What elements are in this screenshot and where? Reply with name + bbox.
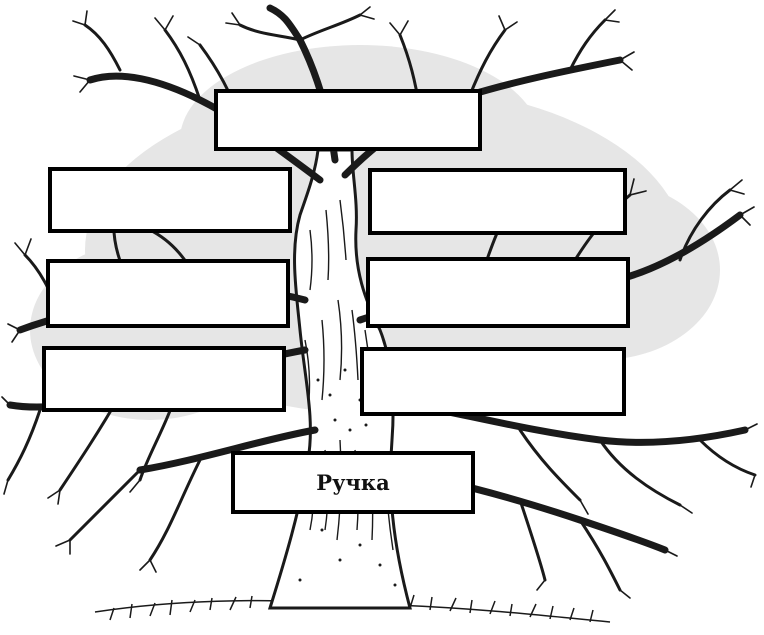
box-row2-right[interactable]	[366, 257, 630, 328]
box-row2-left[interactable]	[46, 259, 290, 328]
box-row3-right[interactable]	[360, 347, 626, 416]
box-row1-right[interactable]	[368, 168, 627, 235]
box-row3-left[interactable]	[42, 346, 286, 412]
box-root-label: Ручка	[316, 470, 389, 495]
box-top[interactable]	[214, 89, 482, 151]
box-row1-left[interactable]	[48, 167, 292, 233]
box-root[interactable]: Ручка	[231, 451, 475, 514]
